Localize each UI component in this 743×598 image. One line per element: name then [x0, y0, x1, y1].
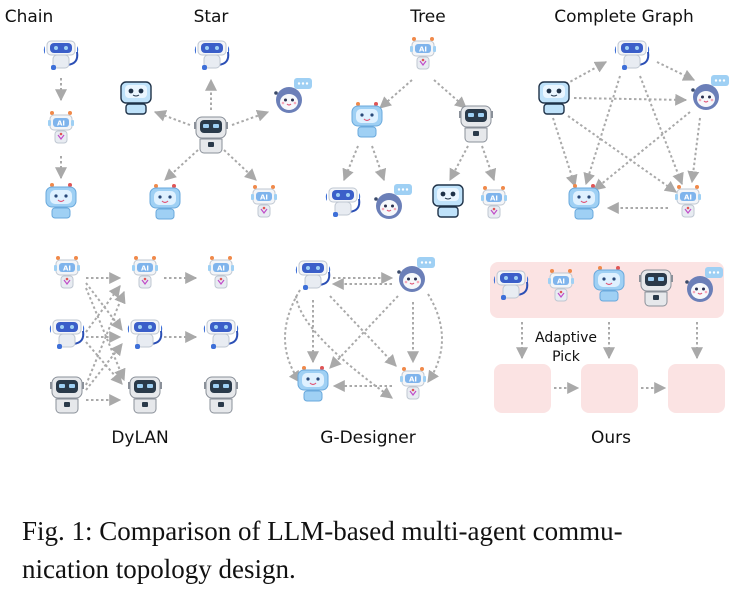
star-edge: [231, 110, 270, 126]
dylan-agent-grey-2: [127, 376, 163, 414]
dylan-agent-headset-1: [48, 319, 86, 350]
dylan-agent-ai-1: [53, 255, 81, 289]
chain-agent-smile: [45, 182, 77, 219]
figure-caption: Fig. 1: Comparison of LLM-based multi-ag…: [22, 512, 734, 588]
star-agent-headset: [193, 40, 231, 71]
star-edge: [153, 110, 191, 126]
g-designer-edge: [329, 295, 399, 369]
dylan-edge: [85, 285, 121, 333]
dylan-agent-ai-3: [207, 255, 235, 289]
adaptive-label: Adaptive: [535, 330, 597, 346]
star-agent-chat: [273, 77, 313, 114]
complete-graph-panel: [552, 61, 701, 214]
panel-title-tree: Tree: [409, 7, 445, 27]
g-designer-agent-ai: [399, 366, 427, 400]
panel-title-complete-graph: Complete Graph: [554, 7, 693, 27]
caption-line-2: nication topology design.: [22, 554, 296, 584]
tree-agent-headset: [324, 187, 362, 218]
dylan-agent-grey-1: [49, 376, 85, 414]
tree-agent-chat: [373, 183, 413, 220]
tree-edge: [449, 145, 469, 182]
panel-title-g-designer: G-Designer: [320, 428, 415, 448]
dylan-agent-headset-3: [202, 319, 240, 350]
complete-edge: [565, 61, 608, 85]
tree-agent-smile: [351, 101, 383, 138]
g-designer-panel: [284, 272, 443, 399]
ours-slot-3: [668, 364, 725, 413]
ours-slot-1: [494, 364, 551, 413]
complete-agent-ai: [674, 184, 702, 218]
star-agent-ai: [250, 184, 278, 218]
g-designer-edge: [295, 295, 393, 399]
complete-edge: [583, 75, 621, 186]
g-designer-edge: [427, 293, 443, 383]
dylan-edge: [85, 341, 123, 385]
pick-label: Pick: [552, 349, 581, 365]
g-designer-agent-chat: [396, 256, 436, 293]
complete-edge: [552, 117, 578, 188]
chain-agent-ai: [47, 110, 75, 144]
star-agent-lightblue: [120, 81, 152, 115]
dylan-edge: [85, 287, 126, 382]
tree-edge: [342, 145, 359, 182]
g-designer-agent-headset: [294, 260, 332, 291]
tree-panel: [342, 79, 497, 182]
star-edge: [164, 149, 199, 181]
dylan-agent-ai-2: [131, 255, 159, 289]
tree-edge: [379, 79, 413, 109]
tree-edge: [433, 79, 467, 109]
panel-title-chain: Chain: [5, 7, 54, 27]
chain-agent-headset: [42, 40, 80, 71]
tree-agent-lightblue: [432, 184, 464, 218]
tree-edge: [371, 145, 387, 182]
tree-agent-grey: [458, 105, 494, 143]
dylan-agent-headset-2: [126, 319, 164, 350]
star-agent-hub: [193, 116, 229, 154]
tree-edge: [481, 145, 497, 182]
g-designer-agent-smile: [297, 365, 329, 402]
complete-edge: [639, 75, 684, 186]
g-designer-edge: [329, 295, 397, 367]
star-edge: [223, 149, 257, 181]
panel-title-star: Star: [194, 7, 229, 27]
complete-edge: [593, 111, 691, 191]
complete-edge: [567, 115, 677, 193]
panel-title-dylan: DyLAN: [111, 428, 168, 448]
complete-edge: [687, 117, 701, 184]
tree-agent-root-ai: [409, 36, 437, 70]
complete-agent-lightblue: [538, 81, 570, 115]
tree-agent-ai: [480, 185, 508, 219]
star-agent-smile: [149, 183, 181, 220]
dylan-agent-grey-3: [203, 376, 239, 414]
ours-panel: [516, 322, 703, 394]
g-designer-edge: [284, 289, 301, 383]
ours-slot-2: [581, 364, 638, 413]
complete-agent-chat: [690, 74, 730, 111]
star-panel: [153, 78, 270, 181]
complete-agent-smile: [568, 183, 600, 220]
topology-figure: AI: [5, 7, 730, 448]
dylan-edge: [85, 290, 126, 386]
complete-edge: [573, 93, 688, 106]
complete-agent-headset: [613, 40, 651, 71]
dylan-panel: [85, 272, 198, 406]
caption-line-1: Fig. 1: Comparison of LLM-based multi-ag…: [22, 516, 623, 546]
dylan-edge: [85, 343, 123, 391]
panel-title-ours: Ours: [591, 428, 631, 448]
complete-edge: [656, 61, 696, 81]
